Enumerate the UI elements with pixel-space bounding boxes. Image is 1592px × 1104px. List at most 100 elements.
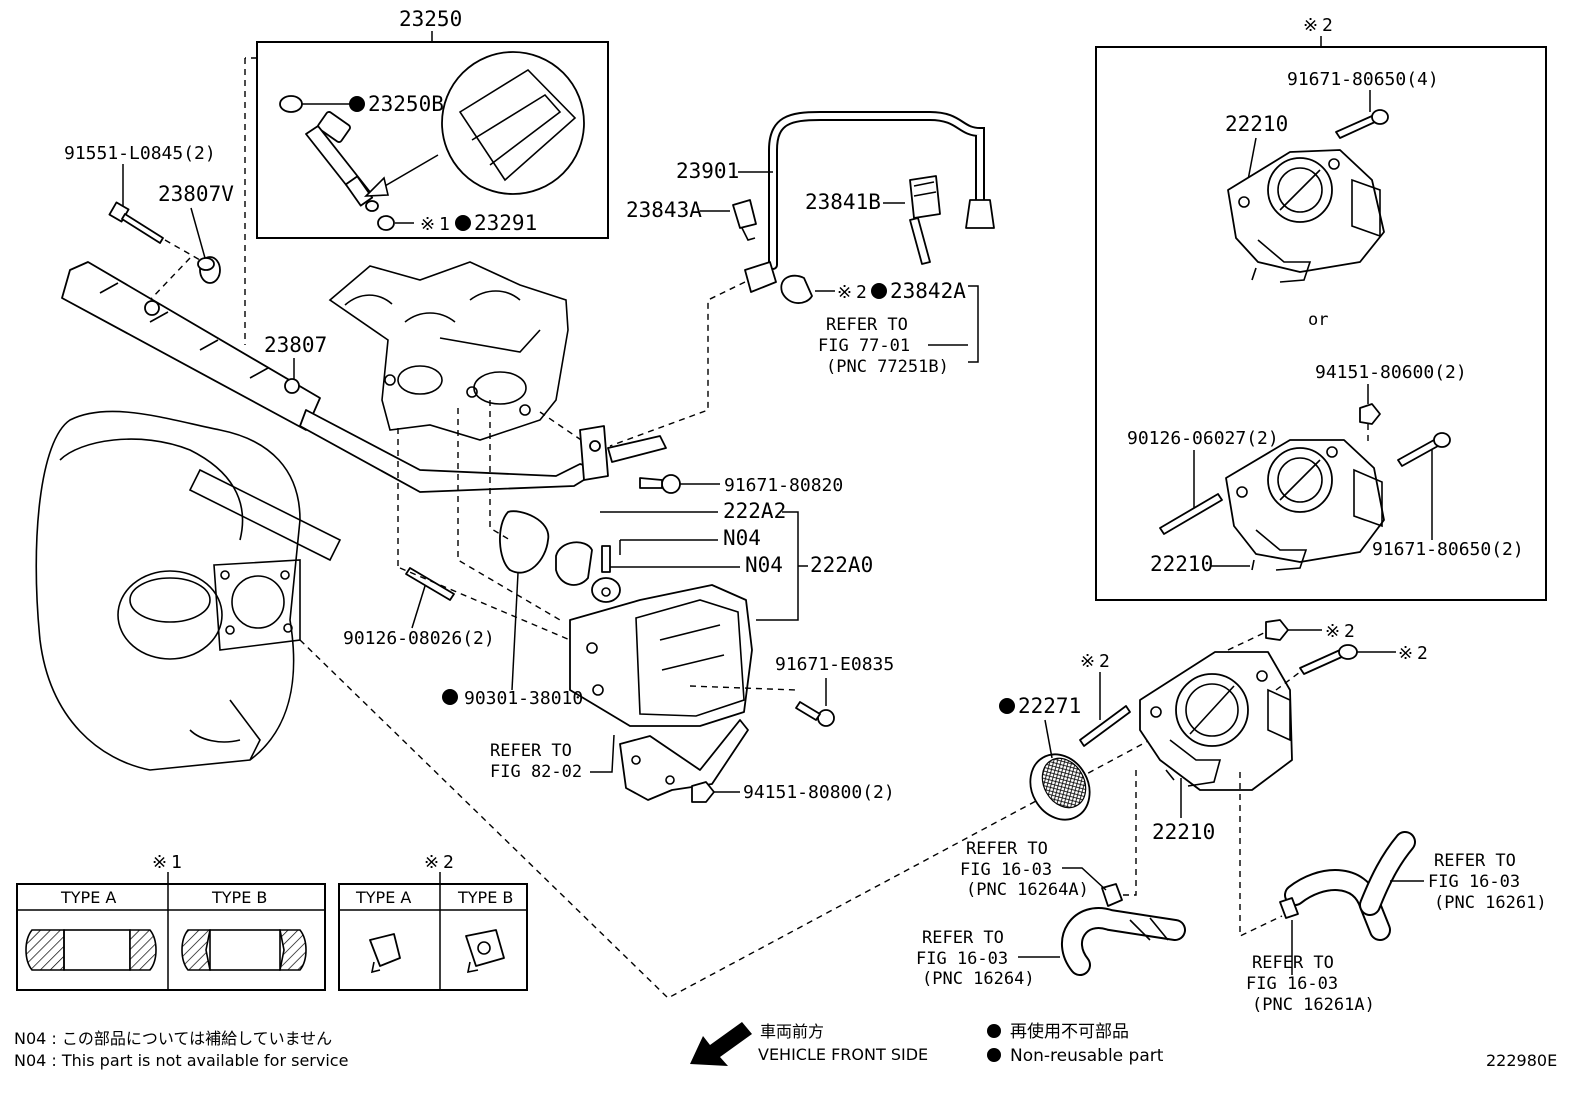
gasket-22271-label[interactable]: 22271 [1018,694,1081,718]
throttle-position-sensor[interactable] [569,584,753,727]
retainer-label[interactable]: 23842A [890,279,966,303]
fuel-pipe-bracket[interactable] [579,425,667,481]
rail-bolt-label[interactable]: 91551-L0845(2) [64,143,216,164]
rail-bolt[interactable] [108,201,164,244]
gasket-label[interactable]: 90301-38010 [464,688,583,709]
throttle-bolt[interactable] [1299,644,1358,675]
mark-symbol: ※ [424,852,439,873]
stud-label[interactable]: 90126-08026(2) [343,628,495,649]
refer-to-text: REFER TO [922,928,1004,948]
refer-fig-text[interactable]: FIG 77-01 [818,336,910,356]
inset-throttle-bottom[interactable] [1225,439,1385,571]
inset-throttle-bottom-label[interactable]: 22210 [1150,552,1213,576]
mark-2-number: 2 [1344,621,1355,642]
refer-fig-text[interactable]: FIG 16-03 [1246,974,1338,994]
sensor-222a0-label[interactable]: 222A0 [810,553,873,577]
rail-label[interactable]: 23807 [264,333,327,357]
mark-symbol: ※ [1080,651,1095,672]
injector-cap[interactable] [377,215,395,231]
mark-2-number: 2 [1322,15,1333,36]
throttle-nut[interactable] [1265,619,1289,641]
legend-table-1: ※ 1 TYPE A TYPE B [16,852,326,991]
stud-bolt[interactable] [405,567,455,601]
non-reusable-legend-dot [987,1048,1001,1062]
sensor-222a2-label[interactable]: 222A2 [723,499,786,523]
sensor-bolt-label[interactable]: 91671-E0835 [775,654,894,675]
gasket-loop[interactable] [499,510,549,574]
refer-bracket [968,285,979,363]
hose-clamp[interactable] [732,199,757,241]
inset-throttle-top[interactable] [1227,149,1385,283]
type-a-header: TYPE A [60,888,116,907]
injector-kit-number[interactable]: 23250 [399,7,462,31]
refer-fig-text[interactable]: FIG 16-03 [1428,872,1520,892]
type-b-header: TYPE B [457,888,513,907]
n04-label: N04 [723,526,761,550]
clip-type-a-icon [369,933,401,974]
inset-nut-label[interactable]: 94151-80600(2) [1315,362,1467,383]
inset-nut[interactable] [1359,403,1381,425]
mark-2-number: 2 [443,852,454,873]
mark-symbol: ※ [1398,643,1413,664]
mark-symbol: ※ [837,282,852,303]
inset-bolt-bottom[interactable] [1397,432,1451,467]
refer-to-text: REFER TO [966,839,1048,859]
o-ring[interactable] [279,95,303,113]
detail-arrow [377,154,439,191]
nut-label[interactable]: 94151-80800(2) [743,782,895,803]
water-by-pass-hose-a[interactable] [1061,907,1186,976]
n04-note-english: N04 : This part is not available for ser… [14,1051,348,1070]
throttle-gasket-22271[interactable] [1019,744,1101,831]
inset-bolt-top-label[interactable]: 91671-80650(4) [1287,69,1439,90]
refer-fig-text[interactable]: FIG 16-03 [960,860,1052,880]
mark-1-number: 1 [171,852,182,873]
inset-bolt-top[interactable] [1335,109,1389,139]
throttle-body-label[interactable]: 22210 [1152,820,1215,844]
hose-clamp-label[interactable]: 23843A [626,198,702,222]
sensor-bolt[interactable] [795,701,835,727]
bolt-label[interactable]: 91671-80820 [724,475,843,496]
inset-stud-label[interactable]: 90126-06027(2) [1127,428,1279,449]
bracket-bolt[interactable] [639,474,681,494]
bracket-nut[interactable] [691,781,715,803]
fuel-injector[interactable] [305,111,379,212]
non-reusable-dot [999,698,1015,714]
hose-clip-b[interactable] [1279,897,1299,919]
injector-kit-group: 23250 23250B ※ 1 23291 [256,7,609,239]
refer-pnc-text: (PNC 16261A) [1252,995,1375,1015]
fuel-pipe-retainer[interactable] [780,274,813,304]
fuel-hose-label[interactable]: 23901 [676,159,739,183]
fuel-hose[interactable] [744,111,995,293]
front-side-japanese: 車両前方 [760,1022,824,1041]
sensor-collar-222a2[interactable] [555,541,593,586]
alternative-throttle-inset: ※ 2 91671-80650(4) 22210 or 94151-80600(… [1095,15,1547,601]
connector-label[interactable]: 23841B [805,190,881,214]
rail-spacer-label[interactable]: 23807V [158,182,234,206]
inset-throttle-top-label[interactable]: 22210 [1225,112,1288,136]
refer-to-text: REFER TO [1252,953,1334,973]
refer-fig-text[interactable]: FIG 16-03 [916,949,1008,969]
non-reusable-japanese: 再使用不可部品 [1010,1021,1129,1042]
throttle-stud[interactable] [1079,705,1131,747]
detail-magnifier [441,51,585,195]
cylinder-head-outline [328,261,569,441]
non-reusable-english: Non-reusable part [1010,1046,1164,1066]
quick-connector[interactable] [909,175,941,265]
refer-fig-text[interactable]: FIG 82-02 [490,762,582,782]
throttle-body-main[interactable] [1139,651,1293,791]
mark-2-number: 2 [1099,651,1110,672]
hose-clip-a[interactable] [1101,883,1123,907]
o-ring-part-number[interactable]: 23250B [368,92,444,116]
cap-part-number[interactable]: 23291 [474,211,537,235]
inset-stud[interactable] [1159,493,1223,535]
sensor-bracket[interactable] [619,719,749,801]
clip-type-b-icon [465,929,505,974]
water-by-pass-hose-b[interactable] [1284,831,1416,941]
refer-to-text: REFER TO [1434,851,1516,871]
refer-to-text: REFER TO [490,741,572,761]
inset-bolt-bottom-label[interactable]: 91671-80650(2) [1372,539,1524,560]
rail-spacer[interactable] [197,256,221,284]
fuel-delivery-rail[interactable] [61,261,601,493]
